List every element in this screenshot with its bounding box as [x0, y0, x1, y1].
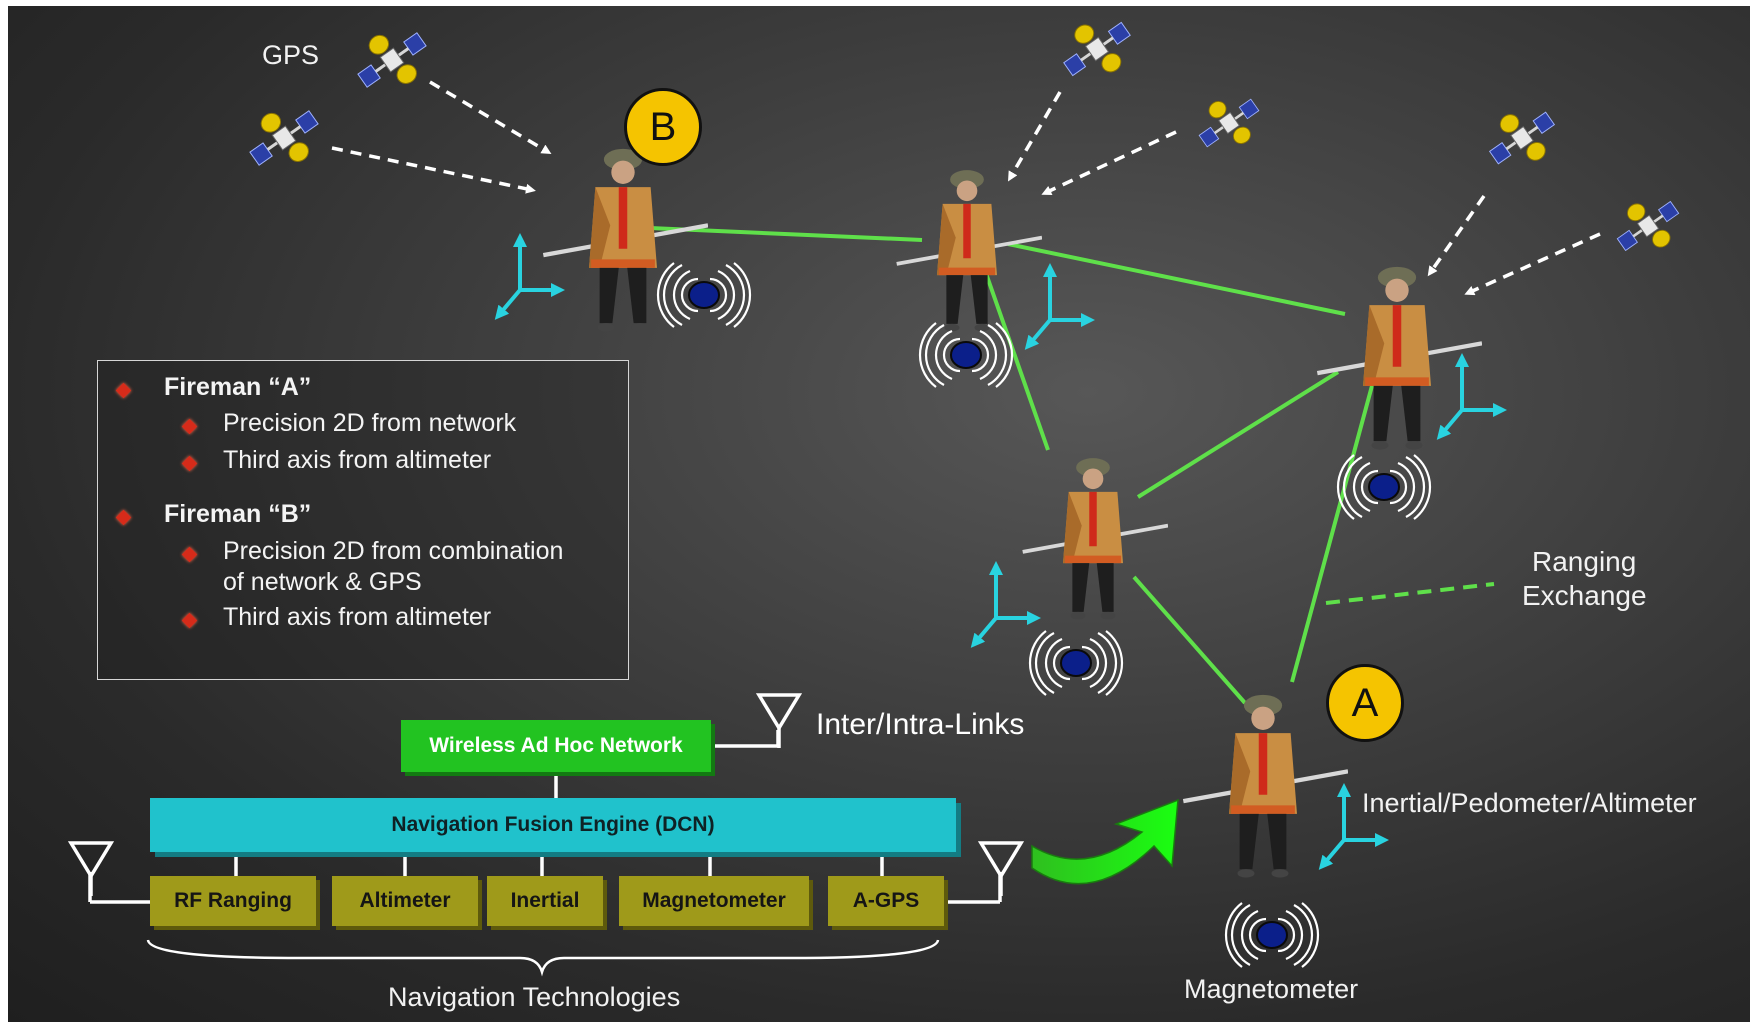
- ranging-links: [649, 226, 1495, 705]
- axis-icon: [1028, 268, 1090, 346]
- badge-a: A: [1326, 664, 1404, 742]
- badge-b: B: [624, 88, 702, 166]
- inter-links-label: Inter/Intra-Links: [816, 708, 1025, 741]
- gps-signal-2: [331, 146, 536, 194]
- legend-fireman-a-item: Third axis from altimeter: [223, 446, 492, 474]
- link-f4-to-a: [1132, 575, 1247, 705]
- antenna-icon: [757, 693, 801, 750]
- fireman-icon: [1317, 267, 1482, 450]
- link-f2-to-f4: [980, 261, 1050, 451]
- magnetometer-icon: [1028, 629, 1124, 697]
- tech-box-a-gps: A-GPS: [828, 876, 944, 926]
- gps-signals: [331, 80, 1601, 296]
- diagram-background: [8, 6, 1750, 1022]
- magnetometer-icon: [918, 321, 1014, 389]
- fusion-engine-box: Navigation Fusion Engine (DCN): [150, 798, 956, 852]
- legend-fireman-b-item: of network & GPS: [223, 568, 422, 596]
- satellite-icon: [1058, 10, 1136, 88]
- bullet-icon: [115, 382, 132, 399]
- antenna-icon: [979, 841, 1023, 898]
- satellite-icon: [1194, 88, 1264, 158]
- tech-box-altimeter: Altimeter: [332, 876, 478, 926]
- ranging-label-line-2: Exchange: [1522, 580, 1647, 611]
- tech-box-rf-ranging: RF Ranging: [150, 876, 316, 926]
- link-b-to-f2: [649, 226, 923, 242]
- legend-fireman-a-title: Fireman “A”: [164, 373, 312, 401]
- inertial-label: Inertial/Pedometer/Altimeter: [1362, 788, 1697, 818]
- link-f2-to-f3: [1007, 242, 1346, 316]
- magnetometer-icon: [1224, 901, 1320, 969]
- bullet-icon: [181, 455, 198, 472]
- magnetometer-icon: [1336, 453, 1432, 521]
- axis-icon: [498, 238, 560, 316]
- ranging-legend-dash: [1325, 582, 1495, 605]
- gps-signal-1: [429, 80, 552, 155]
- navigation-technologies-label: Navigation Technologies: [388, 982, 681, 1012]
- fireman-b-icon: [543, 149, 708, 332]
- satellite-icon: [244, 98, 324, 178]
- link-f3-to-a: [1290, 381, 1375, 683]
- tech-box-magnetometer: Magnetometer: [619, 876, 809, 926]
- gps-signal-6: [1464, 232, 1601, 296]
- satellite-icon: [1484, 100, 1560, 176]
- gps-label: GPS: [262, 40, 320, 70]
- axis-icon: [974, 566, 1036, 644]
- gps-signal-3: [1007, 91, 1062, 182]
- big-green-arrow: [1031, 798, 1179, 885]
- axis-icon: [1440, 358, 1502, 436]
- legend-fireman-a-item: Precision 2D from network: [223, 409, 517, 437]
- tech-box-inertial: Inertial: [487, 876, 603, 926]
- bullet-icon: [181, 418, 198, 435]
- legend-box: Fireman “A” Precision 2D from network Th…: [97, 360, 629, 680]
- bullet-icon: [181, 546, 198, 563]
- link-f4-to-f3: [1136, 370, 1340, 499]
- legend-fireman-b-item: Third axis from altimeter: [223, 603, 492, 631]
- bullet-icon: [115, 509, 132, 526]
- fireman-icon: [1020, 456, 1168, 620]
- satellite-icon: [352, 20, 432, 100]
- magnetometer-icon: [656, 261, 752, 329]
- legend-fireman-b-item: Precision 2D from combination: [223, 537, 564, 565]
- wireless-network-box: Wireless Ad Hoc Network: [401, 720, 711, 772]
- fireman-icon: [894, 168, 1042, 332]
- magnetometer-caption: Magnetometer: [1184, 974, 1359, 1004]
- fireman-a-icon: [1183, 695, 1348, 878]
- antenna-icon: [69, 841, 113, 898]
- gps-signal-4: [1041, 130, 1177, 195]
- legend-fireman-b-title: Fireman “B”: [164, 500, 312, 528]
- ranging-label-line-1: Ranging: [1532, 546, 1637, 577]
- bullet-icon: [181, 612, 198, 629]
- satellite-icon: [1612, 190, 1684, 262]
- gps-signal-5: [1427, 194, 1486, 277]
